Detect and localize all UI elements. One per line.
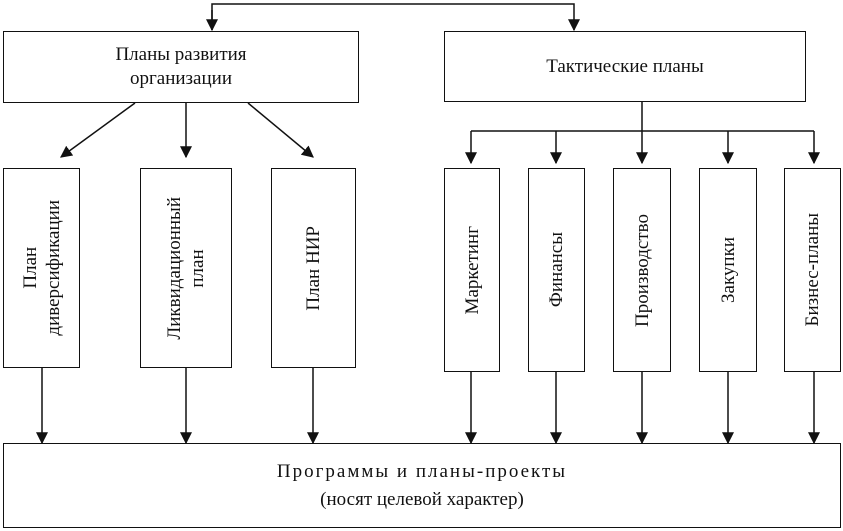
- business-plans-label: Бизнес-планы: [802, 213, 823, 327]
- box-marketing: Маркетинг: [444, 168, 500, 372]
- box-diversification-plan: План диверсификации: [3, 168, 80, 368]
- liquidation-plan-label: Ликвидационный план: [164, 196, 208, 340]
- box-development-plans: Планы развития организации: [3, 31, 359, 103]
- arrow-to-nir: [247, 102, 314, 158]
- arrow-to-diversification: [60, 102, 136, 158]
- production-label: Производство: [631, 213, 653, 327]
- tactical-plans-label: Тактические планы: [546, 55, 704, 77]
- box-purchasing: Закупки: [699, 168, 757, 372]
- box-tactical-plans: Тактические планы: [444, 31, 806, 102]
- box-production: Производство: [613, 168, 671, 372]
- diversification-plan-label: План диверсификации: [19, 200, 64, 336]
- purchasing-label: Закупки: [717, 237, 739, 303]
- top-bracket-line: [211, 3, 580, 32]
- box-liquidation-plan: Ликвидационный план: [140, 168, 232, 368]
- box-business-plans: Бизнес-планы: [784, 168, 841, 372]
- nir-plan-label: План НИР: [303, 225, 324, 311]
- programs-projects-title: Программы и планы-проекты: [276, 460, 568, 482]
- marketing-label: Маркетинг: [461, 225, 483, 315]
- development-plans-label: Планы развития организации: [115, 44, 247, 89]
- programs-projects-note: (носят целевой характер): [320, 488, 524, 510]
- finance-label: Финансы: [546, 232, 567, 308]
- box-nir-plan: План НИР: [271, 168, 356, 368]
- box-finance: Финансы: [528, 168, 585, 372]
- box-programs-projects: Программы и планы-проекты (носят целевой…: [3, 443, 841, 528]
